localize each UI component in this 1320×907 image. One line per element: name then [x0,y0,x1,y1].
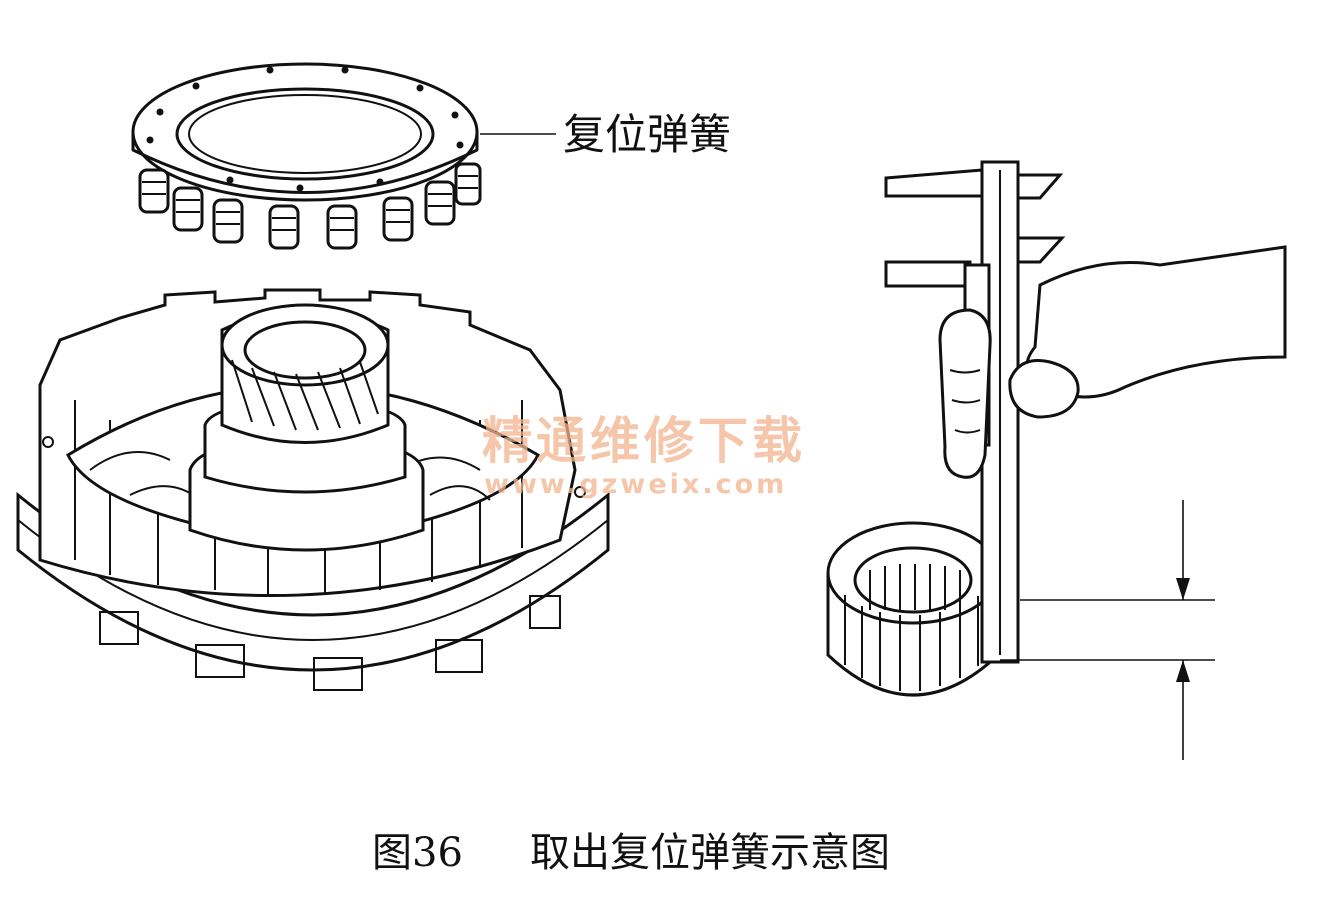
caliper-outer-jaw-moving [884,260,972,288]
caliper-measurement [826,160,1287,697]
caliper-outer-jaw-fixed [884,168,984,198]
caption-title: 取出复位弹簧示意图 [530,830,890,876]
spring-set-front [138,162,482,250]
watermark-url: www.gzweix.com [484,469,787,500]
return-spring-assembly [131,62,482,250]
watermark: 精通维修下载 www.gzweix.com [482,412,806,500]
caption-figure-number: 图36 [372,830,463,876]
drum-base-slots [99,595,561,691]
retainer-holes [146,66,464,192]
watermark-name: 精通维修下载 [482,412,806,470]
measured-part [826,521,1000,697]
figure-caption: 图36 取出复位弹簧示意图 [372,830,890,876]
clutch-drum [16,288,610,691]
spring-callout: 复位弹簧 [480,110,731,159]
dimension-markers [1000,500,1215,760]
callout-label: 复位弹簧 [563,110,731,159]
